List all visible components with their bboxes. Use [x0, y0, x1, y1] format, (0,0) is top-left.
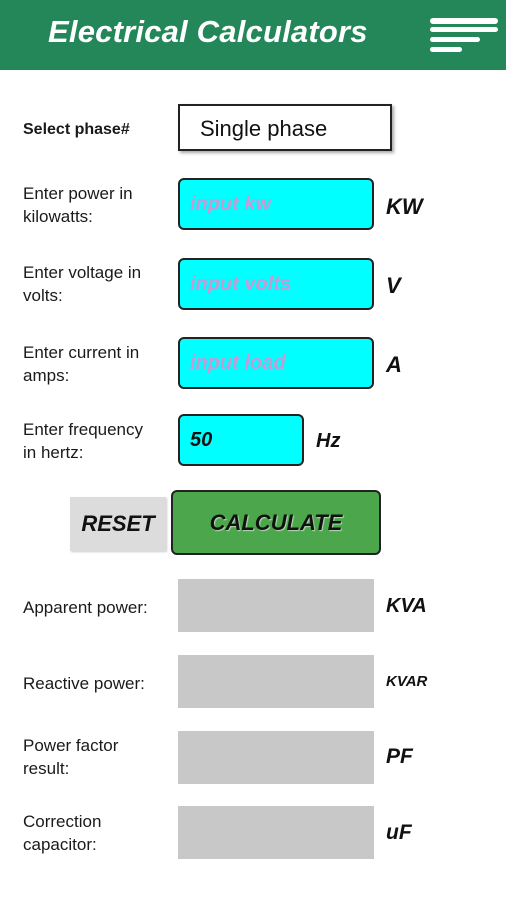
power-unit: KW [386, 194, 423, 219]
reset-button[interactable]: RESET [70, 497, 166, 551]
reactive-power-label: Reactive power: [23, 674, 145, 693]
phase-label: Select phase# [23, 121, 130, 138]
correction-capacitor-unit: uF [386, 821, 412, 844]
correction-capacitor-label: Correction capacitor: [23, 812, 102, 854]
frequency-unit: Hz [316, 430, 341, 452]
hamburger-menu-icon [430, 18, 498, 52]
reactive-power-result [178, 655, 374, 708]
frequency-input[interactable] [178, 414, 304, 466]
menu-button[interactable] [426, 14, 500, 58]
app-title: Electrical Calculators [48, 14, 368, 49]
power-factor-unit: PF [386, 745, 413, 768]
current-input[interactable] [178, 337, 374, 389]
voltage-label: Enter voltage in volts: [23, 263, 142, 305]
voltage-input[interactable] [178, 258, 374, 310]
current-label: Enter current in amps: [23, 343, 140, 385]
current-unit: A [386, 352, 402, 377]
phase-select-value: Single phase [200, 116, 328, 141]
correction-capacitor-result [178, 806, 374, 859]
reactive-power-unit: KVAR [386, 673, 428, 690]
apparent-power-unit: KVA [386, 595, 427, 617]
power-label: Enter power in kilowatts: [23, 184, 133, 226]
voltage-unit: V [386, 273, 401, 298]
power-factor-result [178, 731, 374, 784]
apparent-power-label: Apparent power: [23, 598, 148, 617]
calculate-button[interactable]: CALCULATE [171, 490, 381, 555]
power-input[interactable] [178, 178, 374, 230]
app-header: Electrical Calculators [0, 0, 506, 70]
phase-select[interactable]: Single phase [178, 104, 392, 151]
power-factor-label: Power factor result: [23, 736, 119, 778]
apparent-power-result [178, 579, 374, 632]
frequency-label: Enter frequency in hertz: [23, 420, 144, 462]
